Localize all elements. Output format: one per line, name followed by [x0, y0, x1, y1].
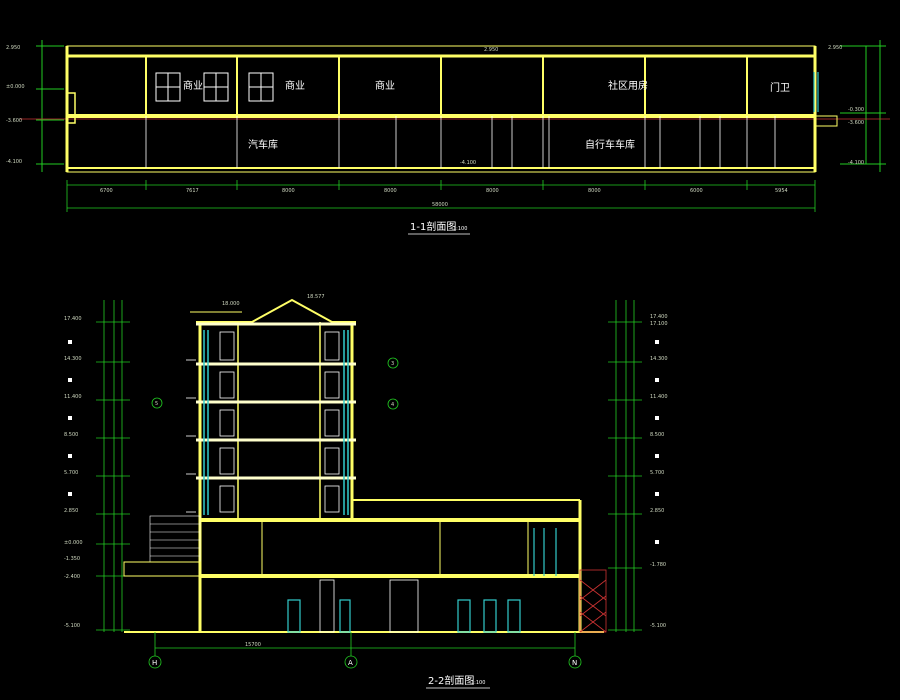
- section-2-title: 2-2剖面图: [428, 674, 474, 687]
- roof-level-mark: 18.577: [307, 294, 325, 300]
- axis-bubble-h: H: [152, 659, 157, 667]
- level-mark: -5.100: [64, 623, 80, 629]
- level-mark: -4.100: [848, 160, 864, 166]
- level-mark: -0.300: [848, 107, 864, 113]
- level-mark: 2.850: [650, 508, 664, 514]
- level-mark: -3.600: [6, 118, 22, 124]
- level-mark: -4.100: [6, 159, 22, 165]
- bay-dimension: 8000: [486, 188, 499, 194]
- top-dimension: 2.950: [484, 47, 498, 53]
- bay-dimension: 8000: [588, 188, 601, 194]
- level-mark: -1.350: [64, 556, 80, 562]
- level-mark: -2.400: [64, 574, 80, 580]
- level-mark: ±0.000: [6, 84, 25, 90]
- level-mark: 17.400: [64, 316, 82, 322]
- bay-dimension: 8000: [282, 188, 295, 194]
- level-mark: 11.400: [64, 394, 82, 400]
- section-1-1: 商业 商业 商业 社区用房 门卫 汽车库 自行车车库 2.950 ±0.000 …: [6, 40, 890, 235]
- axis-bubble-n: N: [572, 659, 577, 667]
- section-2-scale: 1:100: [471, 680, 485, 686]
- level-mark: -4.100: [460, 160, 476, 166]
- level-mark: 2.950: [828, 45, 842, 51]
- bay-dimension: 6000: [690, 188, 703, 194]
- axis-bubble-a: A: [348, 659, 353, 667]
- bay-dimension: 8000: [384, 188, 397, 194]
- level-mark: 5.700: [650, 470, 664, 476]
- room-label-commercial-2: 商业: [285, 79, 305, 92]
- level-mark: -3.600: [848, 120, 864, 126]
- level-mark: 5.700: [64, 470, 78, 476]
- level-mark: -1.780: [650, 562, 666, 568]
- detail-bubble: 3: [391, 361, 394, 367]
- room-label-community: 社区用房: [608, 79, 648, 92]
- bay-dimension: 5954: [775, 188, 788, 194]
- level-mark: 17.400: [650, 314, 668, 320]
- level-mark: 8.500: [64, 432, 78, 438]
- total-dimension: 58000: [432, 202, 448, 208]
- level-mark: 14.300: [64, 356, 82, 362]
- bay-dimension: 7617: [186, 188, 199, 194]
- level-mark: -5.100: [650, 623, 666, 629]
- detail-bubble: 4: [391, 402, 394, 408]
- level-mark: 17.100: [650, 321, 668, 327]
- level-mark: ±0.000: [64, 540, 83, 546]
- section-2-2: 17.400 14.300 11.400 8.500 5.700 2.850 ±…: [64, 294, 668, 689]
- window-icon: [155, 72, 274, 102]
- level-mark: 11.400: [650, 394, 668, 400]
- section-1-scale: 1:100: [453, 226, 467, 232]
- bay-dimension: 6700: [100, 188, 113, 194]
- room-label-garage: 汽车库: [248, 138, 278, 151]
- room-label-commercial-3: 商业: [375, 79, 395, 92]
- level-mark: 14.300: [650, 356, 668, 362]
- detail-bubble: 5: [155, 401, 158, 407]
- room-label-guard: 门卫: [770, 81, 790, 94]
- room-label-bike-garage: 自行车车库: [585, 138, 635, 151]
- level-mark: 8.500: [650, 432, 664, 438]
- level-mark: 2.950: [6, 45, 20, 51]
- eave-level-mark: 18.000: [222, 301, 240, 307]
- section-1-title: 1-1剖面图: [410, 220, 456, 233]
- level-mark: 2.850: [64, 508, 78, 514]
- room-label-commercial-1: 商业: [183, 79, 203, 92]
- axis-dimension: 15700: [245, 642, 261, 648]
